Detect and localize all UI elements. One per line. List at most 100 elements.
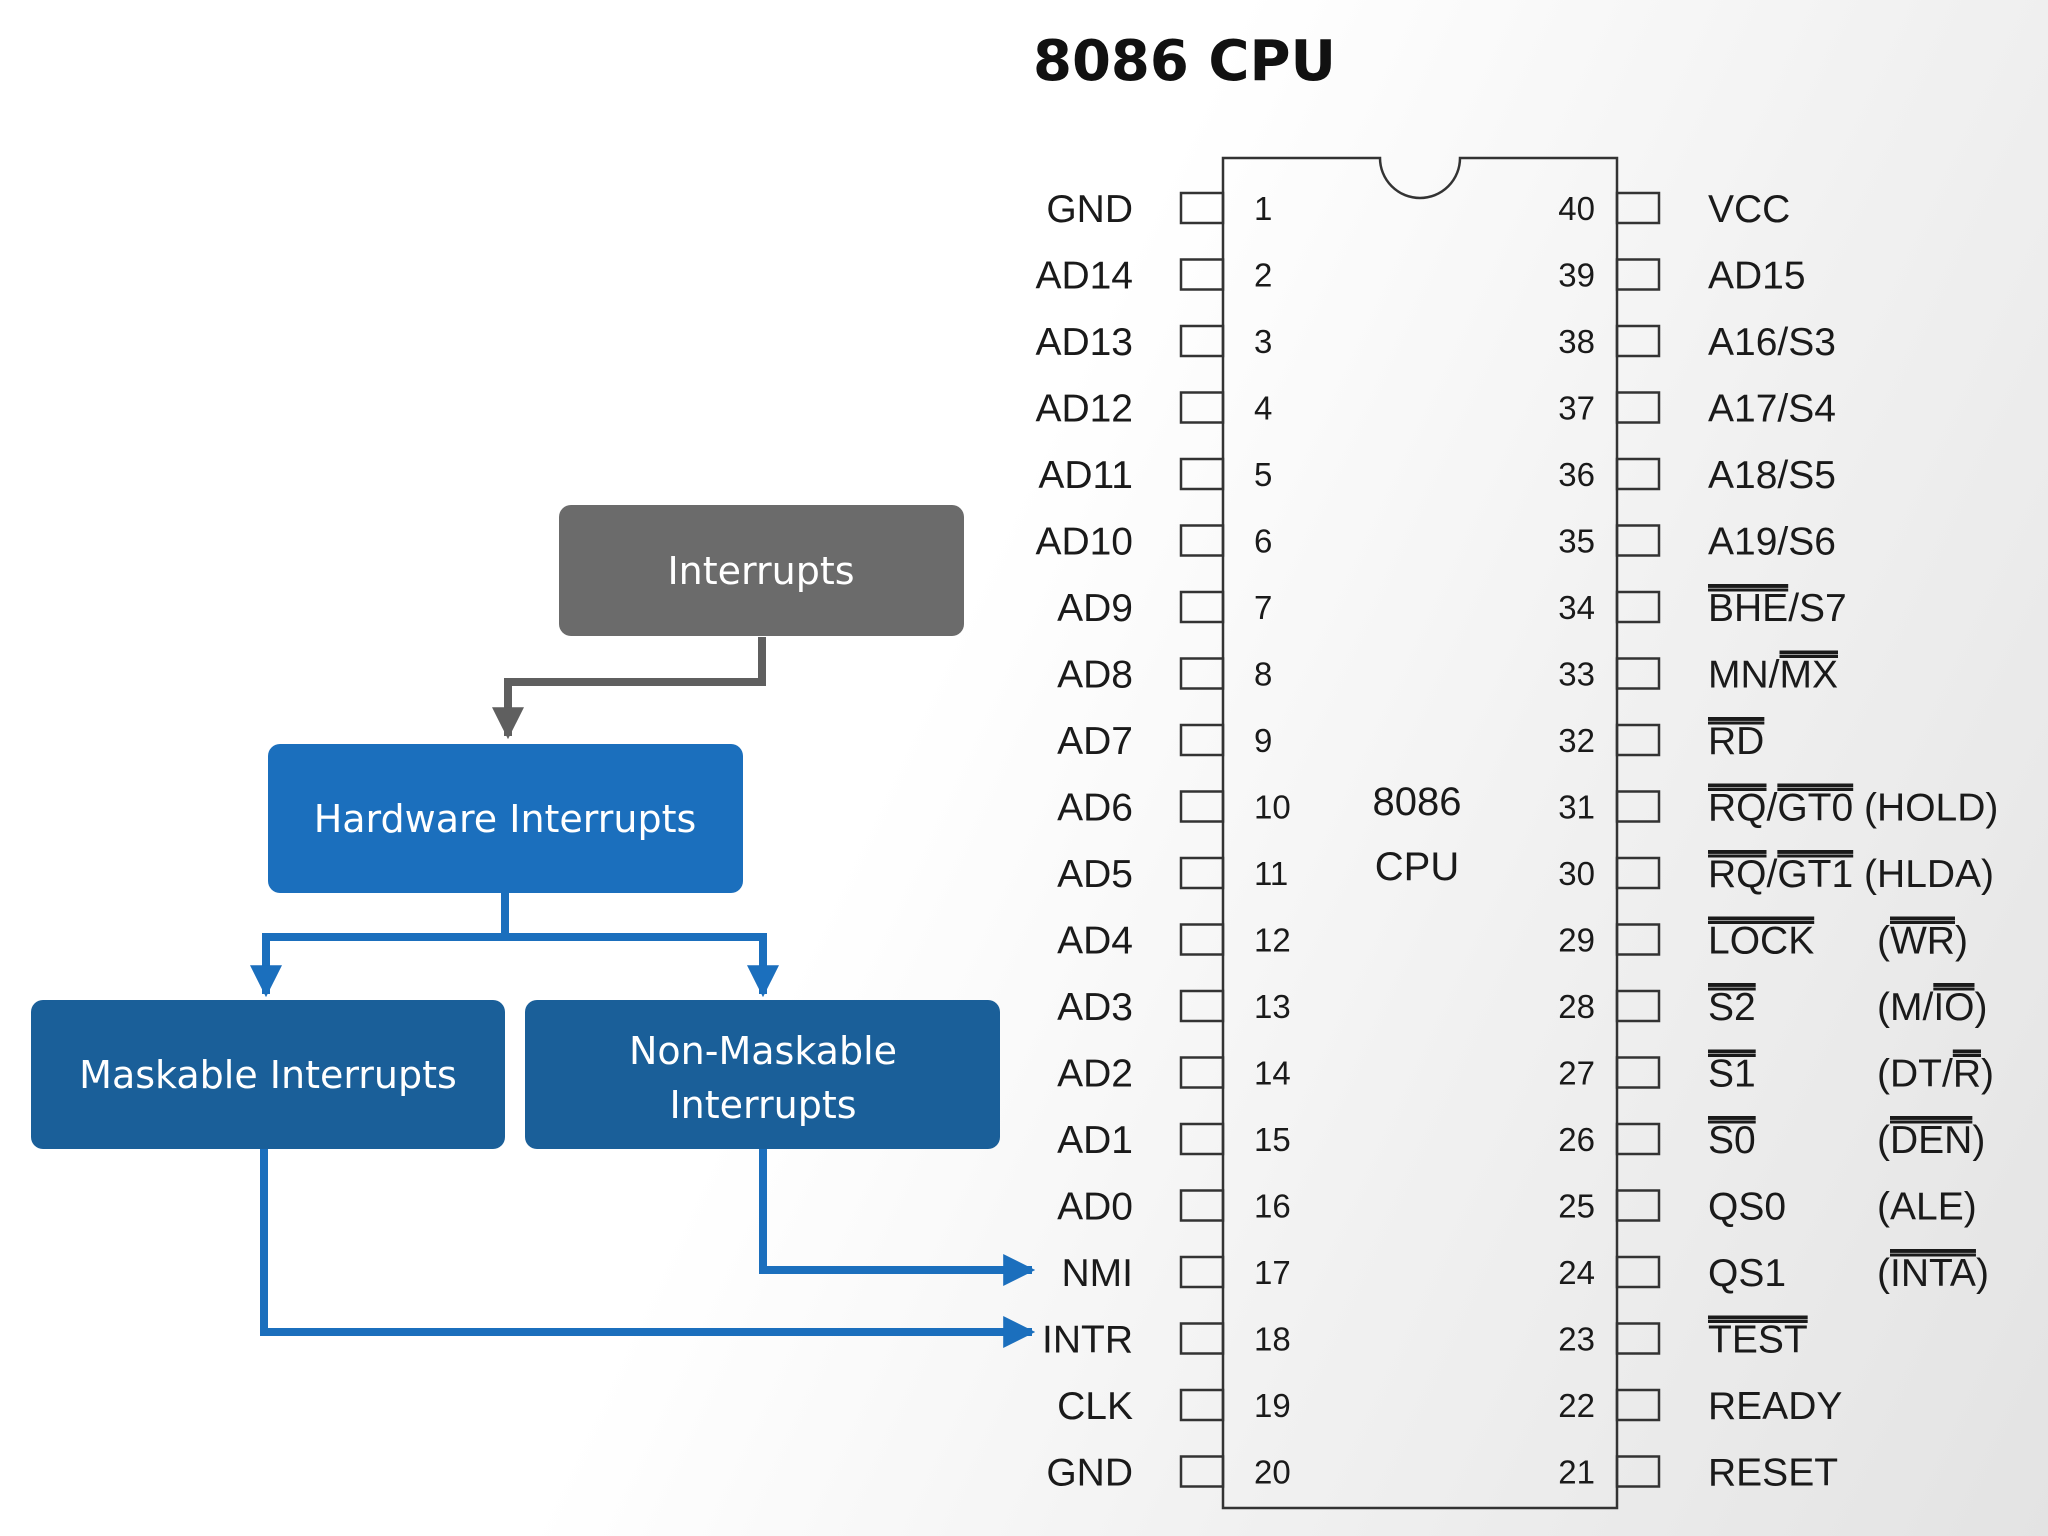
pin-socket <box>1179 1189 1225 1222</box>
pin-label-part: / <box>1767 853 1778 896</box>
pin-number: 38 <box>1558 323 1595 360</box>
pin-socket <box>1179 524 1225 557</box>
pin-socket <box>1179 391 1225 424</box>
pin-number: 5 <box>1254 456 1272 493</box>
pin-number: 29 <box>1558 922 1595 959</box>
pin-number: 11 <box>1254 855 1288 892</box>
pin-label: RQ/GT0 (HOLD) <box>1708 787 1998 830</box>
pin-number: 15 <box>1254 1121 1291 1158</box>
chip-label-line1: 8086 <box>1373 780 1462 824</box>
pin-label: AD0 <box>1057 1186 1133 1229</box>
pin-label: RQ/GT1 (HLDA) <box>1708 853 1994 896</box>
pin-label-part: ( <box>1877 1119 1890 1162</box>
pin-socket <box>1615 1189 1661 1222</box>
pin-number: 6 <box>1254 523 1272 560</box>
pin-number: 18 <box>1254 1321 1291 1358</box>
pin-label: (INTA) <box>1877 1252 1989 1295</box>
pin-label-overlined: TEST <box>1708 1319 1808 1362</box>
pin-socket <box>1615 723 1661 757</box>
pin-socket <box>1615 1455 1661 1488</box>
pin-label: A17/S4 <box>1708 388 1836 431</box>
hardware-interrupts-label: Hardware Interrupts <box>314 797 697 841</box>
right-pin: 36 A18/S5 <box>1558 454 1836 497</box>
pin-number: 3 <box>1254 323 1272 360</box>
pin-number: 10 <box>1254 789 1291 826</box>
pin-label-part: QS0 <box>1708 1186 1786 1229</box>
pin-number: 33 <box>1558 656 1595 693</box>
pin-label: VCC <box>1708 188 1790 231</box>
pin-label: (M/IO) <box>1877 986 1987 1029</box>
pin-socket <box>1615 923 1661 956</box>
nonmaskable-interrupts-label-line2: Interrupts <box>669 1083 856 1127</box>
pin-socket <box>1179 657 1225 690</box>
nonmaskable-interrupts-box <box>525 1000 1000 1149</box>
pin-label-part: (HOLD) <box>1853 787 1998 830</box>
pin-label: GND <box>1046 1452 1133 1495</box>
pin-number: 13 <box>1254 988 1291 1025</box>
pin-label-part: A16/S3 <box>1708 321 1836 364</box>
pin-label: QS0 <box>1708 1186 1786 1229</box>
pin-label: (DT/R) <box>1877 1053 1994 1096</box>
pin-label-part: (ALE) <box>1877 1186 1977 1229</box>
pin-number: 27 <box>1558 1055 1595 1092</box>
pin-label: RD <box>1708 720 1764 763</box>
pin-label-part: ) <box>1955 920 1968 963</box>
chip-label-line2: CPU <box>1375 845 1459 889</box>
pin-label: NMI <box>1062 1252 1134 1295</box>
pin-number: 28 <box>1558 988 1595 1025</box>
pin-socket <box>1615 657 1661 690</box>
pin-label: AD8 <box>1057 654 1133 697</box>
pin-number: 22 <box>1558 1387 1595 1424</box>
pin-label: AD9 <box>1057 587 1133 630</box>
pin-number: 25 <box>1558 1188 1595 1225</box>
pin-number: 40 <box>1558 190 1595 227</box>
pin-label-part: READY <box>1708 1385 1842 1428</box>
pin-socket <box>1615 524 1661 557</box>
pin-label-part: MN/ <box>1708 654 1780 697</box>
interrupts-label: Interrupts <box>667 549 854 593</box>
maskable-interrupts-box <box>31 1000 505 1149</box>
pin-socket <box>1615 590 1661 624</box>
chip-body <box>1221 156 1619 1510</box>
pin-label-overlined: RD <box>1708 720 1764 763</box>
pin-number: 8 <box>1254 656 1272 693</box>
diagram-title: 8086 CPU <box>1033 29 1336 94</box>
right-pin: 25 QS0 (ALE) <box>1558 1186 1976 1229</box>
pin-label-part: (M/ <box>1877 986 1933 1029</box>
pin-label-overlined: LOCK <box>1708 920 1814 963</box>
pin-label: A18/S5 <box>1708 454 1836 497</box>
pin-number: 24 <box>1558 1254 1595 1291</box>
pin-label: AD4 <box>1057 920 1133 963</box>
right-pin: 22 READY <box>1558 1385 1842 1428</box>
pin-label-overlined: RQ <box>1708 787 1767 830</box>
interrupts-box <box>559 505 964 636</box>
pin-socket <box>1179 1322 1225 1355</box>
pin-number: 2 <box>1254 257 1272 294</box>
pin-number: 36 <box>1558 456 1595 493</box>
pin-label: LOCK <box>1708 920 1814 963</box>
pin-socket <box>1615 324 1661 358</box>
pin-label: AD3 <box>1057 986 1133 1029</box>
pin-label-part: ) <box>1974 986 1987 1029</box>
pin-label-overlined: S0 <box>1708 1119 1756 1162</box>
pin-label-part: ) <box>1981 1053 1994 1096</box>
pin-socket <box>1179 590 1225 624</box>
pin-socket <box>1179 1056 1225 1089</box>
pin-label-part: ) <box>1976 1252 1989 1295</box>
pin-number: 39 <box>1558 257 1595 294</box>
pin-label: RESET <box>1708 1452 1838 1495</box>
nonmaskable-interrupts-label-line1: Non-Maskable <box>629 1029 897 1073</box>
pin-socket <box>1615 457 1661 491</box>
pin-number: 37 <box>1558 390 1595 427</box>
pin-label: S0 <box>1708 1119 1756 1162</box>
